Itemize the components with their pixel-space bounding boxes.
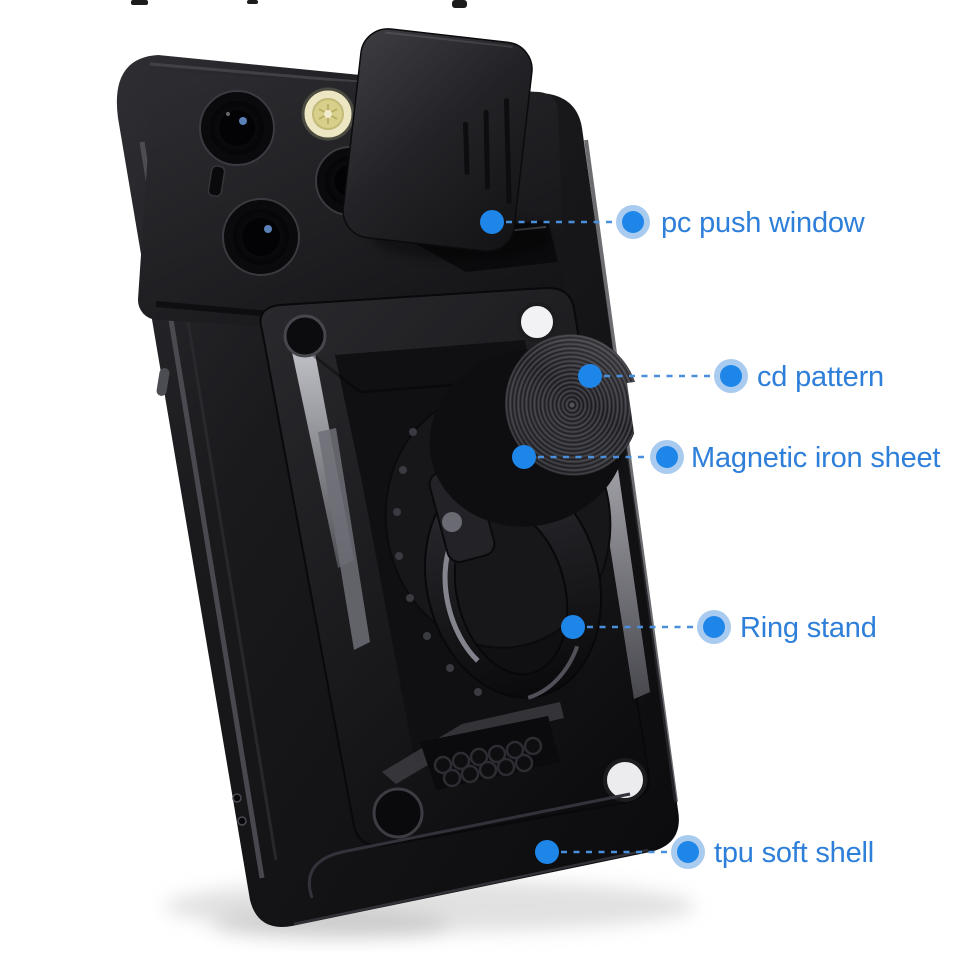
mount-screw-dots xyxy=(393,428,482,696)
slide-cover xyxy=(342,28,533,252)
flash-led xyxy=(301,87,355,141)
callout-dot xyxy=(535,840,559,864)
label-dot xyxy=(703,616,725,638)
tpu-seam-line xyxy=(307,792,631,899)
label-dot xyxy=(622,211,644,233)
screw-hole-top-right xyxy=(517,302,557,342)
camera-lens-3 xyxy=(222,198,300,276)
camera-lens-1 xyxy=(199,90,275,166)
plate-strip-left-inner xyxy=(318,428,370,650)
callout-magnetic-iron-sheet: Magnetic iron sheet xyxy=(512,440,941,474)
screw-hole-bottom-left xyxy=(372,787,424,839)
disc-center xyxy=(569,402,575,408)
callout-tpu-soft-shell: tpu soft shell xyxy=(535,835,874,869)
bottom-port-hole xyxy=(232,793,242,803)
callout-dot xyxy=(578,364,602,388)
screw-hole-bottom-right xyxy=(603,758,647,802)
bottom-port-hole xyxy=(237,816,247,826)
disc-notch xyxy=(627,379,662,443)
label-dot xyxy=(677,841,699,863)
callout-label: tpu soft shell xyxy=(714,837,874,869)
callout-label: cd pattern xyxy=(757,361,884,393)
callout-dot xyxy=(561,615,585,639)
ring-stand xyxy=(424,467,603,700)
callout-label: pc push window xyxy=(661,207,866,239)
callout-cd-pattern: cd pattern xyxy=(578,359,884,393)
callout-ring-stand: Ring stand xyxy=(561,610,877,644)
callout-label: Ring stand xyxy=(740,612,877,644)
cropped-text-marks xyxy=(131,0,467,8)
screw-hole-top-left xyxy=(283,314,327,358)
ring-outer-highlight xyxy=(527,645,580,700)
label-dot xyxy=(720,365,742,387)
cd-pattern-disc xyxy=(429,334,662,527)
callout-dot xyxy=(480,210,504,234)
ring-inner-highlight xyxy=(442,543,480,663)
callout-pc-push-window: pc push window xyxy=(480,205,866,239)
slide-cover-grooves xyxy=(463,98,512,205)
label-dot xyxy=(656,446,678,468)
sensor-slot xyxy=(207,165,226,197)
side-button xyxy=(156,368,170,396)
callout-label: Magnetic iron sheet xyxy=(691,442,940,474)
hinge-pin xyxy=(442,512,462,532)
bottom-edge-line xyxy=(293,848,649,926)
callout-dot xyxy=(512,445,536,469)
honeycomb-texture xyxy=(420,716,560,790)
right-edge-line xyxy=(584,139,678,803)
callouts: pc push window cd pattern Magnetic iron … xyxy=(480,205,941,869)
